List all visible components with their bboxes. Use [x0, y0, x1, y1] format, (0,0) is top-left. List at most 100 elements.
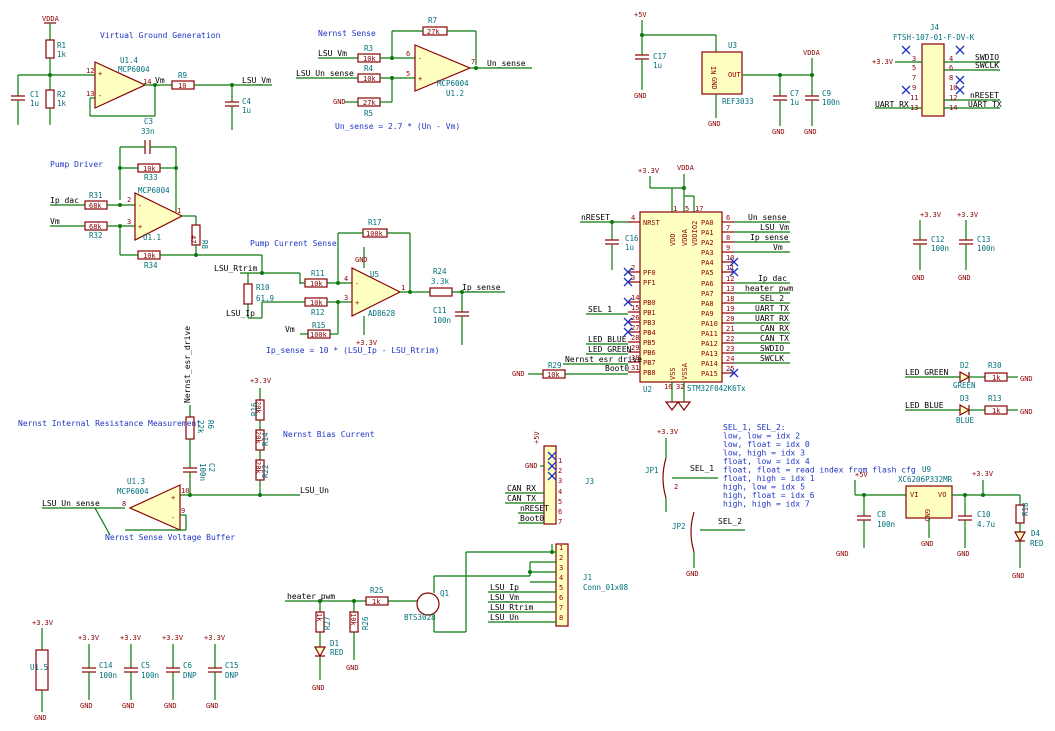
svg-text:C7: C7	[790, 89, 799, 98]
ref3033-block: +5V C17 1u GND U3 IN OUT GND REF3033 GND…	[634, 11, 840, 136]
mcu-pin-name: PB7	[643, 359, 656, 367]
j3-pin-num: 1	[558, 457, 562, 465]
svg-text:1: 1	[177, 207, 181, 215]
net-lsu-rtrim: LSU_Rtrim	[214, 264, 258, 273]
svg-text:RED: RED	[1030, 539, 1044, 548]
sel-table-line: low, high = idx 3	[723, 449, 805, 458]
u1-4-val: MCP6004	[118, 65, 150, 74]
svg-text:C4: C4	[242, 97, 252, 106]
svg-text:+: +	[355, 299, 359, 307]
svg-text:1u: 1u	[242, 106, 251, 115]
j1-pin-num: 1	[559, 544, 563, 552]
svg-text:DNP: DNP	[225, 671, 239, 680]
svg-text:+3.3V: +3.3V	[657, 428, 679, 436]
net-ip-dac: Ip_dac	[50, 196, 79, 205]
svg-text:U1.5: U1.5	[30, 663, 48, 672]
svg-text:R34: R34	[144, 261, 158, 270]
j1-net-label: LSU_Un	[490, 613, 519, 622]
svg-text:VDDA: VDDA	[677, 164, 695, 172]
svg-text:100n: 100n	[931, 244, 949, 253]
svg-text:7: 7	[471, 58, 475, 66]
svg-text:J1: J1	[583, 573, 592, 582]
svg-text:+3.3V: +3.3V	[162, 634, 184, 642]
svg-text:R26: R26	[361, 616, 370, 630]
svg-text:CAN_TX: CAN_TX	[760, 334, 789, 343]
svg-text:CAN_RX: CAN_RX	[760, 324, 789, 333]
svg-text:D1: D1	[330, 639, 339, 648]
opamp-u1-4	[94, 61, 147, 109]
svg-text:10k: 10k	[143, 252, 156, 260]
svg-text:R15: R15	[312, 321, 326, 330]
svg-text:U9: U9	[922, 465, 931, 474]
svg-text:GND: GND	[923, 509, 931, 522]
svg-text:1u: 1u	[625, 243, 634, 252]
connector-j4	[921, 43, 945, 117]
mcu-pin-name: PA13	[701, 350, 718, 358]
svg-text:D4: D4	[1031, 529, 1041, 538]
svg-text:IN: IN	[709, 66, 717, 74]
mcu-pin-name: PA0	[701, 219, 714, 227]
svg-text:GND: GND	[1020, 408, 1033, 416]
svg-text:+3.3V: +3.3V	[920, 211, 942, 219]
svg-text:U5: U5	[370, 270, 379, 279]
net-lsu-un-sense-buf: LSU_Un_sense	[42, 499, 100, 508]
svg-text:CAN_RX: CAN_RX	[507, 484, 536, 493]
svg-text:UART_TX: UART_TX	[755, 304, 789, 313]
mcu-pin-num: 15	[631, 304, 639, 312]
svg-text:DNP: DNP	[183, 671, 197, 680]
svg-text:MCP6004: MCP6004	[117, 487, 149, 496]
svg-text:10: 10	[178, 82, 186, 90]
svg-text:Boot0: Boot0	[520, 514, 544, 523]
svg-text:+5V: +5V	[855, 471, 868, 479]
svg-text:R14: R14	[261, 432, 270, 446]
j3-block: J3 +5V GND CAN_RX CAN_TX nRESET Boot0	[505, 431, 594, 525]
j1-pin-num: 7	[559, 604, 563, 612]
svg-text:4: 4	[344, 275, 348, 283]
svg-text:LED_BLUE: LED_BLUE	[905, 401, 944, 410]
svg-text:LSU_Vm: LSU_Vm	[760, 223, 789, 232]
svg-text:SEL_2: SEL_2	[718, 517, 742, 526]
j1-pin-num: 2	[559, 554, 563, 562]
title-nernst-sense: Nernst Sense	[318, 29, 376, 38]
svg-text:GND: GND	[206, 702, 219, 710]
svg-text:13: 13	[86, 90, 94, 98]
mosfet-q1	[416, 592, 440, 616]
mcu-pin-num: 19	[726, 305, 734, 313]
pump-current-block: LSU_Rtrim R10 61.9 LSU_Ip R11 10k 10k R1…	[214, 218, 505, 347]
svg-text:14: 14	[143, 78, 151, 86]
mcu-pin-num: 8	[726, 234, 730, 242]
mcu-pin-num: 21	[726, 325, 734, 333]
svg-text:+3.3V: +3.3V	[638, 167, 660, 175]
sel-table-line: float, high = idx 1	[723, 474, 815, 483]
net-vm-vg: Vm	[155, 76, 165, 85]
mcu-pin-name: PB6	[643, 349, 656, 357]
svg-text:R4: R4	[364, 64, 374, 73]
svg-text:33n: 33n	[141, 127, 155, 136]
svg-text:-: -	[171, 514, 175, 522]
mcu-pin-num: 9	[726, 244, 730, 252]
svg-text:R7: R7	[428, 16, 437, 25]
mcu-pin-num: 29	[631, 344, 639, 352]
svg-text:5: 5	[406, 70, 410, 78]
mcu-pin-num: 4	[631, 214, 635, 222]
svg-text:2: 2	[674, 483, 678, 491]
mcu-pin-num: 26	[631, 314, 639, 322]
svg-text:R17: R17	[368, 218, 382, 227]
jumper-jp1	[662, 457, 667, 499]
svg-text:SEL_2: SEL_2	[760, 294, 784, 303]
svg-text:C6: C6	[183, 661, 193, 670]
mcu-pin-name: PA4	[701, 259, 714, 267]
svg-text:SWDIO: SWDIO	[760, 344, 784, 353]
svg-text:+3.3V: +3.3V	[78, 634, 100, 642]
svg-text:C9: C9	[822, 89, 831, 98]
svg-text:UART TX: UART TX	[968, 100, 1002, 109]
svg-text:22k: 22k	[196, 420, 205, 434]
svg-text:GND: GND	[836, 550, 849, 558]
svg-text:8: 8	[122, 500, 126, 508]
svg-text:BLUE: BLUE	[956, 416, 975, 425]
mcu-pin-num: 2	[631, 264, 635, 272]
led-d1	[313, 646, 327, 658]
svg-text:SWCLK: SWCLK	[975, 61, 999, 70]
svg-text:+: +	[138, 223, 142, 231]
